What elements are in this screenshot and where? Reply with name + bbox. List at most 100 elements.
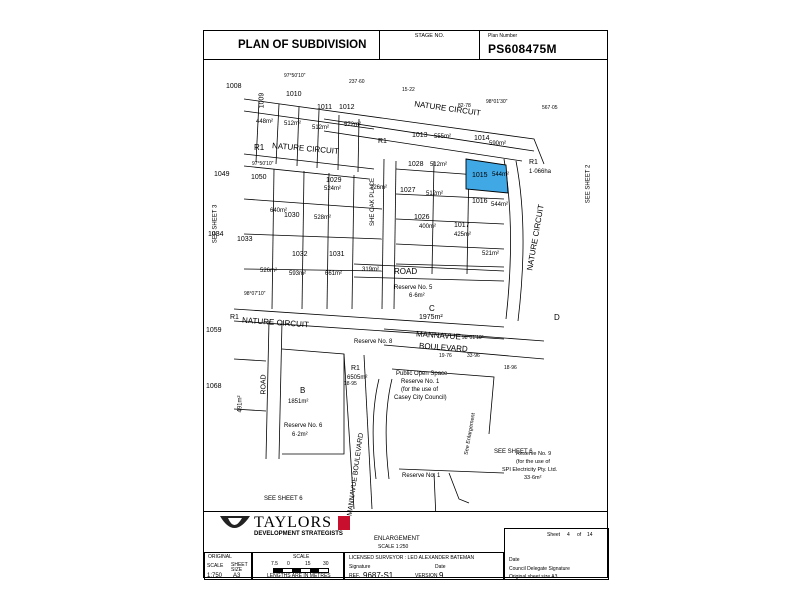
lot-1013-area: 555m²	[434, 134, 452, 140]
title-block: TAYLORS DEVELOPMENT STRATEGISTS ENLARGEM…	[204, 511, 609, 580]
lot-1049[interactable]: 1049	[214, 171, 230, 178]
bearing-12: 18·96	[504, 365, 517, 371]
lot-1033[interactable]: 1033	[237, 236, 253, 243]
scale-tick-4: 30	[323, 561, 329, 567]
reserve-6-area: 6·2m²	[292, 432, 308, 438]
see-sheet-3: SEE SHEET 3	[212, 204, 219, 244]
lot-1015-area: 544m²	[492, 172, 510, 178]
original-label: ORIGINAL	[208, 554, 232, 560]
header-bar: PLAN OF SUBDIVISION STAGE NO. Plan Numbe…	[204, 31, 607, 60]
highlighted-lot-1014[interactable]	[465, 158, 509, 194]
area-c-value: 1975m²	[419, 314, 443, 321]
plan-sheet: PLAN OF SUBDIVISION STAGE NO. Plan Numbe…	[203, 30, 609, 580]
lot-1030[interactable]: 1030	[284, 212, 300, 219]
company-name: TAYLORS	[254, 514, 333, 531]
lot-1068[interactable]: 1068	[206, 383, 222, 390]
lot-1012[interactable]: 1012	[339, 104, 355, 111]
lot-1008[interactable]: 1008	[226, 83, 242, 90]
lot-1012-area: 572m²	[344, 122, 362, 128]
sheet-label: Sheet	[547, 532, 561, 538]
date-label: Date	[435, 564, 446, 570]
lot-1009[interactable]: 1009	[258, 92, 266, 109]
lot-1027-extra-area: 726m²	[370, 185, 388, 191]
r1-mid-area: 6505m²	[347, 375, 368, 381]
road-r1-south: R1	[230, 314, 239, 321]
sheet-total: 14	[587, 532, 593, 538]
lot-1031[interactable]: 1031	[329, 251, 345, 258]
road-r1-west: R1	[254, 143, 265, 152]
road-r1-mid: R1	[378, 138, 387, 145]
reserve-1-label: Reserve No. 1	[402, 473, 441, 479]
lot-1034[interactable]: 1034	[208, 231, 224, 238]
sheet-size-value: A3	[233, 573, 241, 579]
lot-1029[interactable]: 1029	[326, 177, 342, 184]
ref-value: 9687-S1	[363, 571, 394, 580]
subdivision-map	[233, 98, 545, 511]
lot-1016-area: 544m²	[491, 202, 509, 208]
pos-line-3: (for the use of	[401, 387, 439, 393]
area-b-label: B	[300, 386, 306, 395]
r1-east-label: R1	[529, 159, 538, 166]
lot-1016[interactable]: 1016	[472, 198, 488, 205]
res9-line-1: Reserve No. 9	[516, 451, 552, 457]
scale-value: 1:750	[207, 573, 223, 579]
pos-line-4: Casey City Council)	[394, 395, 447, 401]
lot-1010[interactable]: 1010	[286, 91, 302, 98]
lot-1050-area: 640m²	[270, 208, 288, 214]
res9-line-3: SPI Electricity Pty. Ltd.	[502, 467, 558, 473]
surveyor-box: LICENSED SURVEYOR : LEO ALEXANDER BATEMA…	[344, 552, 504, 580]
pos-line-2: Reserve No. 1	[401, 379, 440, 385]
lot-1015[interactable]: 1015	[472, 172, 488, 179]
bearing-1: 97°50'10"	[284, 73, 306, 79]
r1-mid-label: R1	[351, 365, 360, 372]
taylors-logo-icon	[220, 516, 250, 528]
lot-1028[interactable]: 1028	[408, 161, 424, 168]
bearing-7: 97°50'10"	[252, 161, 274, 167]
bearing-11: 33·96	[467, 353, 480, 359]
stage-label: STAGE NO.	[414, 33, 445, 39]
lot-1011[interactable]: 1011	[317, 104, 333, 111]
lot-1014-area: 590m²	[489, 141, 507, 147]
brand-badge-icon	[338, 516, 350, 530]
plan-number: PS608475M	[488, 42, 557, 56]
lot-1017[interactable]: 1017	[454, 222, 470, 229]
scale-bar	[273, 568, 329, 573]
lot-1017-extra-area: 521m²	[482, 251, 500, 257]
reserve-5-area: 6·6m²	[409, 293, 425, 299]
bearing-2: 237·60	[349, 79, 365, 85]
sheet-number: 4	[567, 532, 570, 538]
scale-bar-box: SCALE 7.5 0 15 30 LENGTHS ARE IN METRES	[252, 552, 344, 580]
bearing-9: 98°01'10"	[462, 335, 484, 341]
enlargement-scale: SCALE 1:250	[378, 544, 409, 550]
stage-number-box: STAGE NO.	[380, 31, 480, 59]
scale-bar-label: SCALE	[293, 554, 310, 560]
lot-1026-area: 400m²	[419, 224, 437, 230]
sheet-of: of	[577, 532, 582, 538]
lot-1032-area: 593m²	[289, 271, 307, 277]
bearing-5: 98°01'30"	[486, 99, 508, 105]
lot-1010-area: 512m²	[284, 121, 302, 127]
lot-1032[interactable]: 1032	[292, 251, 308, 258]
lot-1011-area: 512m²	[312, 125, 330, 131]
lot-1029-area: 524m²	[324, 186, 342, 192]
plan-number-label: Plan Number	[488, 33, 518, 39]
lot-1027[interactable]: 1027	[400, 187, 416, 194]
lot-1031-area: 661m²	[325, 271, 343, 277]
council-signature-label: Council Delegate Signature	[509, 566, 570, 572]
area-c-label: C	[429, 304, 435, 313]
plan-number-box: Plan Number PS608475M	[480, 31, 609, 59]
scale-label: SCALE	[207, 563, 224, 569]
lot-1059-area: 491m²	[237, 395, 244, 413]
lot-1032-extra-area: 319m²	[362, 267, 380, 273]
lot-1013[interactable]: 1013	[412, 132, 428, 139]
lot-1059[interactable]: 1059	[206, 327, 222, 334]
lengths-note: LENGTHS ARE IN METRES	[267, 573, 331, 579]
scale-tick-1: 7.5	[271, 561, 278, 567]
reserve-5-label: Reserve No. 5	[394, 285, 433, 291]
lot-1050[interactable]: 1050	[251, 174, 267, 181]
lot-1026[interactable]: 1026	[414, 214, 430, 221]
lot-1014[interactable]: 1014	[474, 135, 490, 142]
bearing-6: 567·05	[542, 105, 558, 111]
surveyor-label: LICENSED SURVEYOR : LEO ALEXANDER BATEMA…	[349, 555, 475, 561]
version-value: 9	[439, 571, 444, 580]
